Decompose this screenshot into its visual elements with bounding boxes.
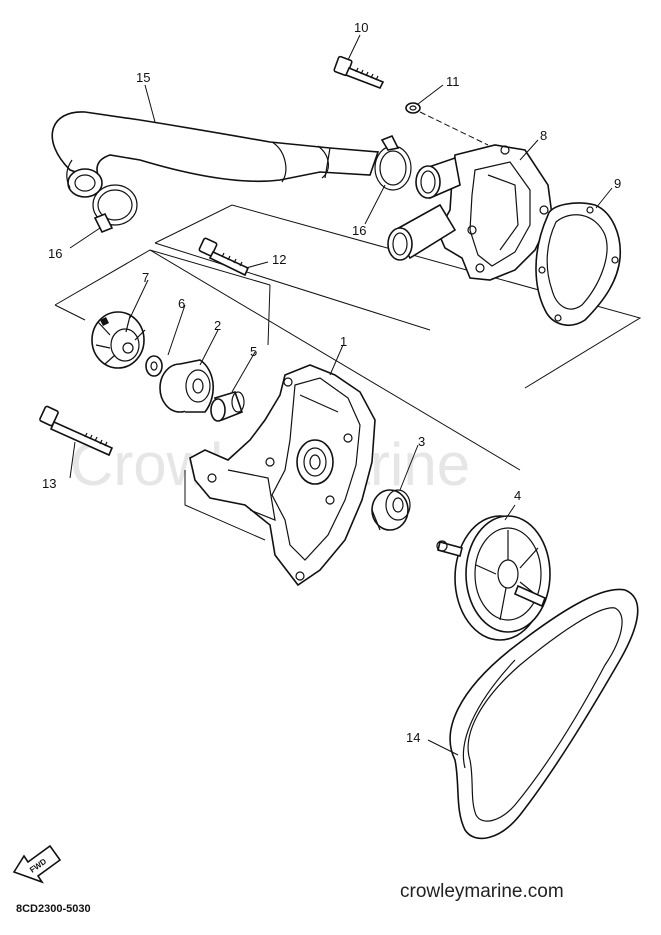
part-9-gasket[interactable] bbox=[535, 202, 622, 326]
callout-11: 11 bbox=[446, 74, 460, 89]
part-14-drive-belt[interactable] bbox=[449, 588, 639, 840]
part-5-collar[interactable] bbox=[210, 391, 245, 422]
callout-15: 15 bbox=[136, 70, 150, 85]
part-4-pulley[interactable] bbox=[436, 515, 551, 641]
part-6-washer[interactable] bbox=[145, 355, 163, 377]
site-name: crowleymarine.com bbox=[400, 881, 564, 902]
callout-14: 14 bbox=[406, 730, 420, 745]
callout-6: 6 bbox=[178, 296, 185, 311]
callout-9: 9 bbox=[614, 176, 621, 191]
callout-8: 8 bbox=[540, 128, 547, 143]
fwd-arrow-icon: FWD bbox=[12, 844, 62, 884]
callout-2: 2 bbox=[214, 318, 221, 333]
callout-3: 3 bbox=[418, 434, 425, 449]
callout-1: 1 bbox=[340, 334, 347, 349]
part-16-hose-clamp-right[interactable] bbox=[374, 134, 412, 191]
part-11-washer[interactable] bbox=[405, 102, 421, 114]
callout-10: 10 bbox=[354, 20, 368, 35]
callout-7: 7 bbox=[142, 270, 149, 285]
callout-5: 5 bbox=[250, 344, 257, 359]
part-2-seal[interactable] bbox=[159, 359, 215, 413]
leader-lines bbox=[69, 34, 613, 756]
leader-11-dash bbox=[419, 111, 489, 146]
part-8-pump-cover[interactable] bbox=[387, 144, 553, 281]
callout-12: 12 bbox=[272, 252, 286, 267]
callout-16-left: 16 bbox=[48, 246, 62, 261]
assembly-frame-upper bbox=[154, 204, 642, 389]
part-13-bolt[interactable] bbox=[39, 405, 114, 457]
diagram-code: 8CD2300-5030 bbox=[16, 903, 91, 915]
part-10-bolt[interactable] bbox=[333, 55, 385, 90]
part-16-hose-clamp-left[interactable] bbox=[92, 184, 138, 234]
callout-4: 4 bbox=[514, 488, 521, 503]
part-1-pump-housing[interactable] bbox=[189, 364, 376, 587]
callout-13: 13 bbox=[42, 476, 56, 491]
callout-labels: 10 11 8 9 15 16 16 12 7 6 2 5 1 13 3 4 1… bbox=[42, 20, 621, 745]
callout-16-right: 16 bbox=[352, 223, 366, 238]
part-7-impeller[interactable] bbox=[91, 311, 146, 369]
part-12-bolt[interactable] bbox=[198, 237, 250, 277]
part-3-bearing[interactable] bbox=[371, 489, 411, 531]
part-15-hose[interactable] bbox=[51, 111, 380, 198]
